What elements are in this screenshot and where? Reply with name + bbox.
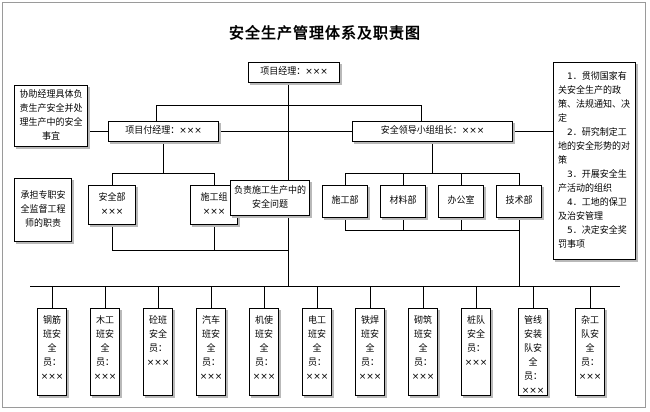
connector-level3-merge-bus [112,250,289,251]
node-team-label: 汽车班安全员：××× [199,316,223,382]
connector-dept-top-bus [345,173,519,174]
connector-deputy-to-leader [219,131,352,132]
connector-safety-dept-down [112,225,113,250]
note-assist-manager-label: 协助经理具体负责生产安全并处理生产中的安全事宜 [19,90,83,142]
connector-team-drop [476,286,477,308]
responsibility-item: 2．研究制定工地的安全形势的对策 [558,128,631,166]
connector-bus-to-deputy [156,105,157,122]
connector-deputy-down [163,142,164,173]
responsibility-item: 1．贯彻国家有关安全生产的政策、法规通知、决定 [558,72,631,124]
responsibility-item: 5．决定安全奖罚事项 [558,226,627,250]
node-department-label: 办公室 [447,196,475,206]
node-team[interactable]: 砼班安全员：××× [143,308,173,396]
node-department-label: 施工部 [331,196,359,206]
node-construction-team-label: 施工组 ××× [200,193,228,217]
connector-team-drop [317,286,318,308]
panel-responsibilities[interactable]: 1．贯彻国家有关安全生产的政策、法规通知、决定 2．研究制定工地的安全形势的对策… [553,62,636,260]
node-team-label: 铁焊班安全员：××× [358,316,382,382]
connector-dept-3-bottom [461,218,462,230]
node-team-label: 钢筋班安全员：××× [40,316,64,382]
node-safety-dept[interactable]: 安全部 ××× [88,185,136,225]
connector-construction-team-down [214,225,215,250]
connector-dept-4-bottom [519,218,520,230]
node-deputy-manager[interactable]: 项目付经理：××× [108,121,219,142]
responsibility-item: 3．开展安全生产活动的组织 [558,170,627,194]
connector-dept-2-top [403,173,404,185]
note-construction-safety-label: 负责施工生产中的安全问题 [233,186,306,210]
node-team-label: 杂工队安全员：××× [578,316,602,382]
connector-bus-to-safety-leader [421,105,422,122]
node-team[interactable]: 机使班安全员：××× [249,308,279,396]
node-team[interactable]: 木工班安全员：××× [90,308,120,396]
node-safety-group-leader-label: 安全领导小组组长：××× [380,126,485,136]
note-assist-manager[interactable]: 协助经理具体负责生产安全并处理生产中的安全事宜 [14,85,88,147]
node-department[interactable]: 技术部 [496,185,542,218]
connector-team-drop [158,286,159,308]
connector-bottom-bus [30,286,620,287]
node-department-label: 技术部 [505,196,533,206]
node-team[interactable]: 管线安装队安全员：××× [518,308,548,396]
connector-team-drop [211,286,212,308]
node-safety-dept-label: 安全部 ××× [98,193,126,217]
node-department[interactable]: 材料部 [380,185,426,218]
responsibility-item: 4．工地的保卫及治安管理 [558,198,627,222]
connector-team-drop [105,286,106,308]
node-team[interactable]: 钢筋班安全员：××× [37,308,67,396]
connector-team-drop [590,286,591,308]
node-team[interactable]: 砌筑班安全员：××× [408,308,438,396]
connector-dept-2-bottom [403,218,404,230]
connector-to-safety-dept [112,173,113,185]
note-safety-engineer[interactable]: 承担专职安全监督工程师的职责 [14,178,72,242]
connector-team-drop [52,286,53,308]
connector-dept-bus-down [519,230,520,286]
node-team[interactable]: 汽车班安全员：××× [196,308,226,396]
connector-dept-1-bottom [345,218,346,230]
connector-dept-1-top [345,173,346,185]
node-team-label: 桩队安全员：××× [464,316,488,368]
node-team[interactable]: 电工班安全员：××× [302,308,332,396]
connector-leader-down [432,142,433,173]
connector-dept-4-top [519,173,520,185]
connector-team-drop [423,286,424,308]
page-title: 安全生产管理体系及职责图 [228,24,421,42]
node-department-label: 材料部 [389,196,417,206]
node-team-label: 管线安装队安全员：××× [521,316,545,396]
page-border [2,2,646,408]
connector-team-drop [533,286,534,308]
node-deputy-manager-label: 项目付经理：××× [125,126,202,136]
node-team[interactable]: 桩队安全员：××× [461,308,491,396]
node-project-manager-label: 项目经理：××× [260,67,328,77]
node-project-manager[interactable]: 项目经理：××× [248,62,340,83]
connector-to-construction-team [214,173,215,185]
note-construction-safety[interactable]: 负责施工生产中的安全问题 [230,180,310,216]
node-safety-group-leader[interactable]: 安全领导小组组长：××× [352,121,513,142]
connector-dept-bottom-bus [345,230,519,231]
connector-team-drop [370,286,371,308]
connector-deputy-child-bus [112,173,214,174]
node-team-label: 砼班安全员：××× [146,316,170,368]
node-team-label: 电工班安全员：××× [305,316,329,382]
connector-team-drop [264,286,265,308]
connector-leader-to-responsibilities [513,131,553,132]
node-team-label: 砌筑班安全员：××× [411,316,435,382]
node-team[interactable]: 铁焊班安全员：××× [355,308,385,396]
node-team-label: 机使班安全员：××× [252,316,276,382]
connector-dept-3-top [461,173,462,185]
node-department[interactable]: 施工部 [322,185,368,218]
note-safety-engineer-label: 承担专职安全监督工程师的职责 [20,191,66,229]
connector-assist-note [88,131,108,132]
node-department[interactable]: 办公室 [438,185,484,218]
node-team-label: 木工班安全员：××× [93,316,117,382]
node-team[interactable]: 杂工队安全员：××× [575,308,605,396]
